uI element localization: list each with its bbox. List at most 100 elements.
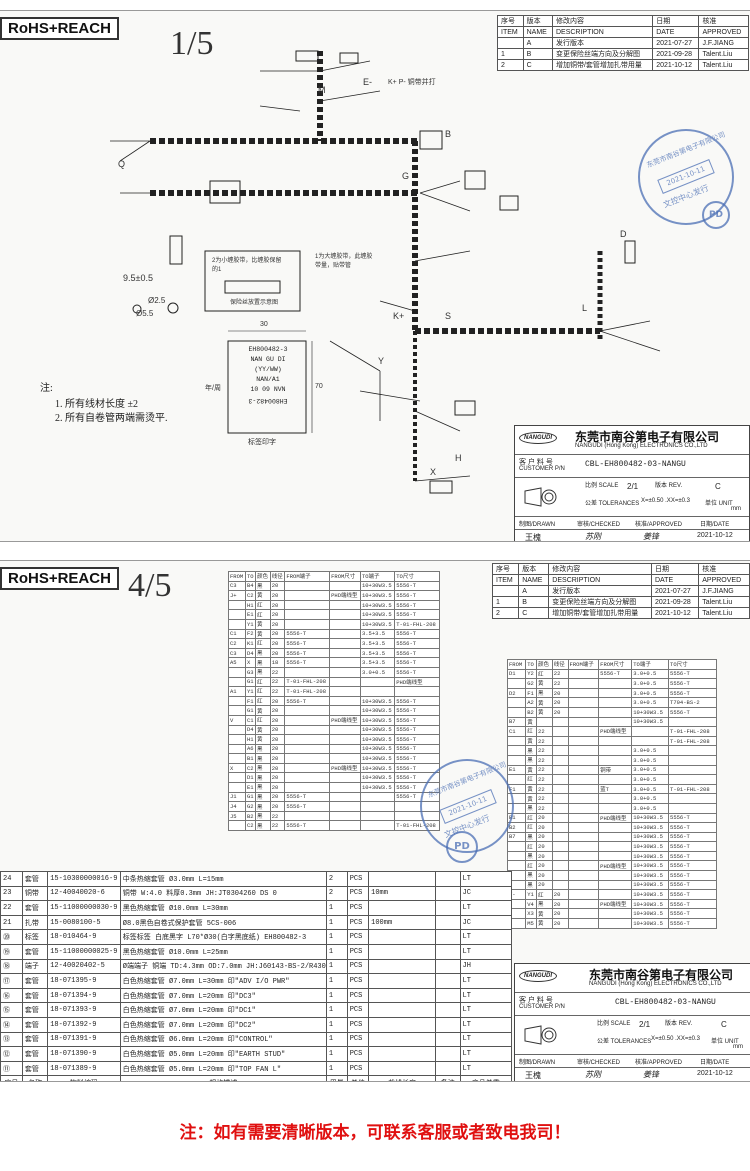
callout-l: L bbox=[582, 303, 588, 313]
table-cell: 红 bbox=[525, 726, 538, 737]
bom-cell bbox=[434, 914, 461, 931]
table-header-cell: TO bbox=[244, 571, 257, 582]
table-cell: M5 bbox=[525, 918, 538, 929]
callout-k1: K+ P- 铜带并打 bbox=[388, 79, 436, 86]
table-cell bbox=[329, 647, 361, 659]
table-cell: T-01-FHL-208 bbox=[284, 676, 331, 688]
table-cell: 10+30W3.5 bbox=[631, 918, 670, 929]
table-cell: 20 bbox=[269, 618, 286, 630]
table-cell: C1 bbox=[228, 628, 246, 640]
bom-cell: 1 bbox=[325, 1016, 348, 1033]
bom-cell: ⑯ bbox=[0, 987, 23, 1004]
bom-cell: 套管 bbox=[21, 900, 49, 916]
table-cell: 3.0+0.5 bbox=[631, 678, 670, 689]
bom-cell: LT bbox=[459, 871, 513, 887]
table-header-cell: FROM端子 bbox=[284, 571, 331, 582]
table-cell: 20 bbox=[551, 687, 569, 699]
bom-cell: 标签 bbox=[21, 929, 49, 945]
bom-cell: JC bbox=[459, 885, 513, 902]
table-cell: 3.0+0.5 bbox=[631, 774, 670, 785]
dim-30: 30 bbox=[260, 321, 268, 328]
table-cell: T704-BS-2 bbox=[668, 697, 717, 708]
table-cell bbox=[506, 860, 527, 872]
table-cell bbox=[284, 734, 331, 745]
dim-5-5: Ø5.5 bbox=[136, 309, 154, 318]
table-cell: V bbox=[228, 714, 246, 726]
bom-cell: 套管 bbox=[21, 1031, 49, 1048]
customer-pn: CBL-EH800482-03-NANGU bbox=[585, 460, 686, 469]
table-cell: 红 bbox=[255, 638, 271, 649]
table-cell: 5556-T bbox=[668, 918, 717, 929]
table-cell: 5556-T bbox=[668, 668, 717, 680]
table-cell: PHD端线型 bbox=[598, 898, 633, 910]
table-cell: PHD端线型 bbox=[394, 676, 440, 688]
bom-cell: 18-071391-9 bbox=[47, 1031, 121, 1048]
table-cell: 3.0+0.5 bbox=[631, 697, 670, 708]
bom-cell: 套管 bbox=[21, 987, 49, 1004]
table-cell: 黑 bbox=[255, 810, 271, 822]
company-name-cn: 东莞市南谷第电子有限公司 bbox=[589, 968, 734, 982]
table-cell bbox=[329, 734, 361, 745]
table-cell: 铜带 bbox=[598, 764, 633, 776]
table-cell: 黑 bbox=[525, 879, 538, 891]
table-cell: 20 bbox=[269, 580, 286, 592]
bom-cell: LT bbox=[459, 1046, 513, 1062]
table-cell: PHD端线型 bbox=[598, 726, 633, 737]
table-cell: C2 bbox=[228, 638, 246, 649]
table-cell: 3.0+0.5 bbox=[631, 783, 670, 795]
table-cell: 5556-T bbox=[668, 812, 717, 824]
table-cell: 红 bbox=[255, 695, 271, 707]
table-cell: 20 bbox=[269, 762, 286, 774]
note-2: 2. 所有自卷管两端需烫平. bbox=[55, 413, 168, 424]
table-cell bbox=[284, 782, 331, 793]
bom-cell: ⑬ bbox=[0, 1031, 23, 1048]
table-cell bbox=[506, 754, 527, 766]
table-cell bbox=[284, 590, 331, 601]
bom-cell: 18-071394-9 bbox=[47, 987, 121, 1004]
table-cell: 5556-T bbox=[668, 870, 717, 881]
table-cell bbox=[329, 724, 361, 736]
table-cell bbox=[551, 716, 569, 728]
table-cell: F2 bbox=[244, 628, 257, 640]
company-logo: NANGUDI bbox=[519, 970, 557, 982]
bom-cell: Ø端端子 铜端 TD:4.3mm OD:7.0mm JH:J60143-BS-2… bbox=[119, 958, 327, 975]
table-cell bbox=[359, 801, 396, 812]
table-cell: 蓝T bbox=[598, 783, 633, 795]
table-cell bbox=[567, 745, 600, 756]
table-cell: 3.0+0.5 bbox=[631, 754, 670, 766]
table-cell: 10+30W3.5 bbox=[631, 908, 670, 920]
table-cell bbox=[551, 831, 569, 843]
table-cell: 20 bbox=[536, 870, 553, 881]
table-cell: 红 bbox=[536, 668, 553, 680]
rohs-reach-badge: RoHS+REACH bbox=[0, 567, 119, 590]
table-cell: T-01-FHL-208 bbox=[668, 783, 717, 795]
table-cell bbox=[506, 735, 527, 747]
table-cell: 5556-T bbox=[668, 678, 717, 689]
table-cell: 黄 bbox=[255, 705, 271, 716]
table-header-cell: TO端子 bbox=[631, 659, 670, 670]
table-cell bbox=[598, 879, 633, 891]
bom-cell: 1 bbox=[325, 943, 348, 960]
table-cell: H1 bbox=[244, 734, 257, 745]
bom-cell bbox=[434, 1060, 461, 1077]
bom-cell bbox=[368, 1060, 436, 1077]
bom-cell bbox=[368, 1031, 436, 1048]
rev-value: C bbox=[721, 1020, 727, 1029]
table-cell: 22 bbox=[536, 754, 553, 766]
table-cell bbox=[598, 678, 633, 689]
page-number: 4/5 bbox=[128, 567, 172, 604]
table-cell: 20 bbox=[269, 782, 286, 793]
table-cell: 5556-T bbox=[394, 609, 440, 620]
table-cell bbox=[598, 793, 633, 804]
